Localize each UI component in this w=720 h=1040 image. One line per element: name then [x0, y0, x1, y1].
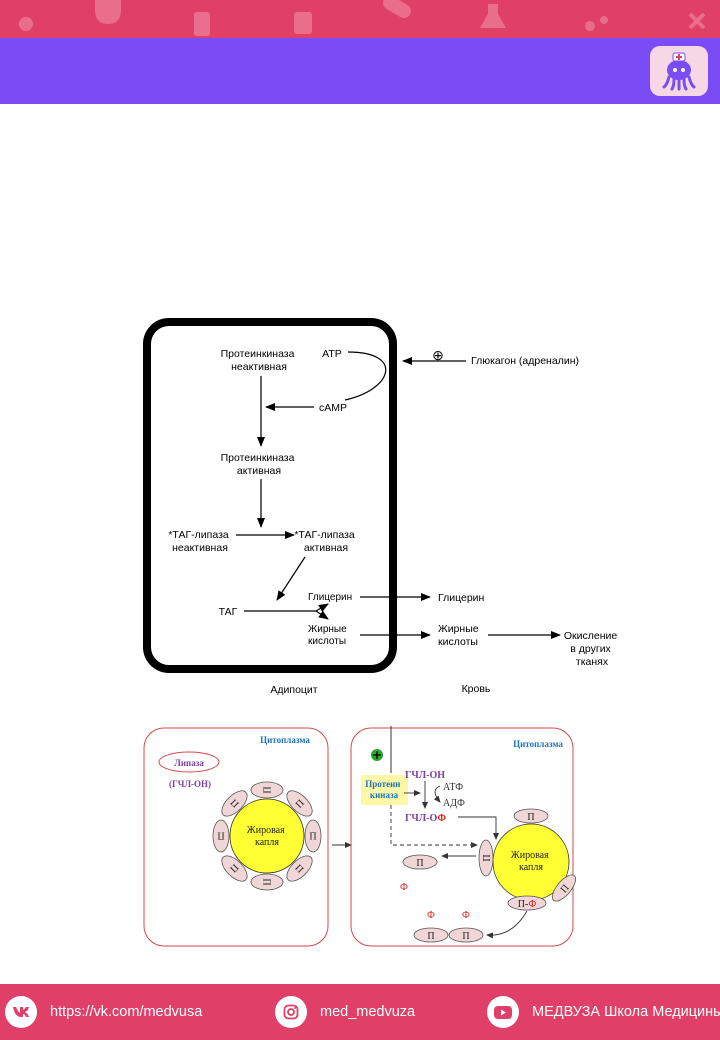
svg-text:П: П — [427, 931, 434, 942]
vk-link[interactable]: https://vk.com/medvusa — [5, 996, 202, 1028]
adipocyte-membrane — [143, 318, 397, 673]
perilipin-shell: П П П П П П П П — [212, 781, 322, 891]
right-cell-border — [350, 727, 574, 947]
svg-text:П: П — [217, 830, 224, 841]
scheme-active-cell: Цитоплазма Протеин киназа ГЧЛ-ОН АТФ АДФ… — [350, 726, 576, 947]
tag-to-glycerol-arrow — [315, 603, 329, 612]
adf-label: АДФ — [443, 798, 465, 809]
perilipin-protein: П — [250, 781, 284, 799]
instagram-text: med_medvuza — [320, 1004, 416, 1020]
logo[interactable] — [650, 46, 708, 96]
pk-inactive-label: Протеинкиназа неактивная — [221, 348, 298, 373]
instagram-link[interactable]: med_medvuza — [275, 996, 415, 1028]
gchl-of-label: ГЧЛ-ОФ — [405, 813, 446, 824]
top-decor-strip — [0, 0, 720, 38]
vk-icon — [5, 996, 37, 1028]
perilipin-protein: П — [286, 855, 313, 882]
perilipin-protein: П — [304, 819, 322, 853]
glucagon-label: Глюкагон (адреналин) — [471, 355, 579, 367]
perilipin-protein: П — [221, 790, 248, 817]
svg-text:П: П — [462, 931, 469, 942]
lipolysis-diagram: Протеинкиназа неактивная ATP cAMP ⊕ Глюк… — [143, 318, 620, 947]
svg-text:П: П — [309, 832, 316, 843]
atp-label: ATP — [322, 348, 342, 360]
tag-lipase-active-label: *ТАГ-липаза активная — [294, 529, 357, 554]
lipase-label: Липаза — [174, 758, 204, 768]
fatty-inside-label: Жирные кислоты — [308, 624, 349, 647]
cytoplasm-label-right: Цитоплазма — [513, 739, 563, 749]
header-band — [0, 38, 720, 104]
tag-label: ТАГ — [219, 606, 238, 618]
lipase-to-tag-arrow — [276, 556, 306, 601]
pool-phi-2: Ф — [462, 910, 470, 921]
lipase-oval — [158, 751, 220, 773]
youtube-icon — [487, 996, 519, 1028]
perilipin-pool-2: П — [448, 927, 484, 943]
perilipin-protein: П — [212, 819, 230, 853]
svg-text:П: П — [416, 858, 423, 869]
perilipin-phosphorylated: П-Ф — [507, 895, 547, 911]
lipase-to-droplet-arrow — [458, 816, 499, 840]
left-cell-border — [143, 727, 329, 947]
atf-label: АТФ — [443, 782, 463, 793]
kinase-box — [361, 775, 408, 805]
pk-active-label: Протеинкиназа активная — [221, 452, 298, 477]
perilipin-protein: П — [221, 855, 248, 882]
svg-text:П: П — [527, 812, 534, 823]
fat-droplet-left — [229, 798, 305, 874]
perilipin-top: П — [513, 808, 549, 824]
svg-text:П: П — [261, 878, 272, 885]
perilipin-protein: П — [286, 790, 313, 817]
plus-icon: ⊕ — [432, 347, 444, 363]
perilipin-right: П — [552, 874, 576, 902]
svg-text:П: П — [263, 786, 274, 793]
youtube-text: МЕДВУЗА Школа Медицины — [532, 1004, 720, 1020]
kinase-label: Протеин киназа — [365, 779, 402, 800]
footer: https://vk.com/medvusa med_medvuza МЕДВУ… — [0, 984, 720, 1040]
free-phi-label: Ф — [400, 882, 408, 893]
perilipin-pool-1: П — [413, 927, 449, 943]
adipocyte-label: Адипоцит — [270, 684, 317, 696]
perilipin-left: П — [478, 839, 494, 877]
scheme-inactive-cell: Цитоплазма Липаза (ГЧЛ-ОН) П П П П П П П П Жиро… — [143, 727, 352, 947]
cytoplasm-label-left: Цитоплазма — [260, 735, 310, 745]
fatty-blood-label: Жирные кислоты — [438, 623, 482, 648]
scheme-adipocyte: Протеинкиназа неактивная ATP cAMP ⊕ Глюк… — [143, 318, 620, 696]
svg-text:П: П — [482, 854, 493, 861]
perilipin-to-pool-arrow — [486, 910, 528, 939]
tag-lipase-inactive-label: *ТАГ-липаза неактивная — [168, 529, 231, 554]
gchl-oh-label: ГЧЛ-ОН — [405, 770, 445, 781]
camp-label: cAMP — [319, 402, 347, 414]
svg-text:П-Ф: П-Ф — [518, 899, 537, 910]
droplet-label-right: Жировая капля — [511, 850, 551, 873]
pool-phi-1: Ф — [427, 910, 435, 921]
free-perilipin: П — [402, 854, 438, 870]
plus-icon — [373, 751, 381, 759]
medical-pattern-icon — [19, 0, 706, 36]
droplet-label-left: Жировая капля — [247, 825, 287, 848]
atp-adp-curve — [433, 785, 441, 803]
lipase-form-label: (ГЧЛ-ОН) — [169, 779, 211, 789]
glycerol-inside-label: Глицерин — [308, 592, 352, 603]
youtube-link[interactable]: МЕДВУЗА Школа Медицины — [487, 996, 720, 1028]
instagram-icon — [275, 996, 307, 1028]
perilipin-protein: П — [250, 873, 284, 891]
oxidation-label: Окисление в других тканях — [564, 630, 620, 668]
glycerol-blood-label: Глицерин — [438, 592, 485, 604]
kinase-to-perilipin-dashed-arrow — [390, 805, 478, 848]
vk-text: https://vk.com/medvusa — [50, 1004, 203, 1020]
blood-label: Кровь — [462, 683, 491, 695]
medic-octopus-icon — [662, 52, 696, 91]
tag-to-fatty-arrow — [315, 610, 329, 620]
atp-camp-curve — [344, 351, 387, 401]
